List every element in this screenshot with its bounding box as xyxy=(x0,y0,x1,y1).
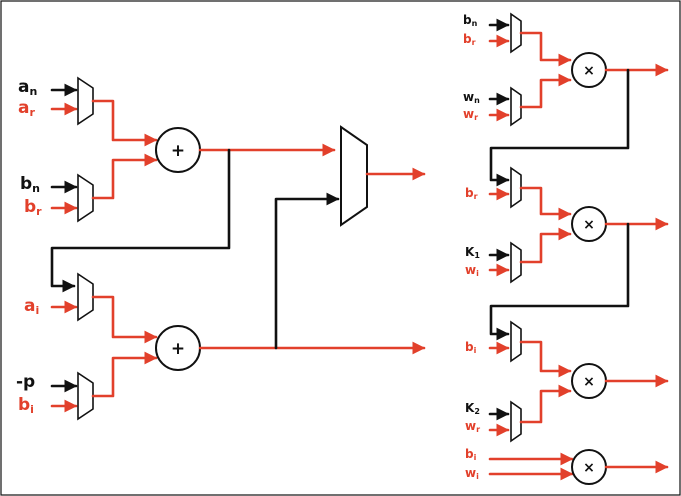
multiplier-1: × xyxy=(571,52,607,88)
mux-a-select xyxy=(50,76,94,126)
label-r-br: br xyxy=(463,32,476,47)
mux-r3 xyxy=(488,166,522,209)
adder-2: + xyxy=(155,325,201,371)
mux-r4 xyxy=(488,241,522,284)
adder-2-symbol: + xyxy=(171,339,185,359)
mux-r1 xyxy=(488,12,522,54)
mux-ai-select xyxy=(50,272,94,322)
wire-r5-to-mul3 xyxy=(519,340,572,378)
wire-mul2-feedback xyxy=(489,222,630,341)
label-r-k2: K2 xyxy=(465,401,480,416)
adder-1-symbol: + xyxy=(171,141,185,161)
label-r-wr: wr xyxy=(463,107,478,122)
label-r-br2: br xyxy=(465,186,478,201)
label-r-bn: bn xyxy=(463,13,478,28)
mux-shape xyxy=(510,86,522,127)
label-r-wr2: wr xyxy=(465,419,480,434)
multiplier-4: × xyxy=(571,449,607,485)
label-negp: -p xyxy=(16,372,35,392)
label-r-wn: wn xyxy=(463,90,480,105)
wire-mul1-feedback xyxy=(489,68,630,187)
label-r-bi: bi xyxy=(465,340,477,355)
multiplier-2-symbol: × xyxy=(583,217,595,233)
wire-r2-to-mul1 xyxy=(519,73,572,109)
label-ai: ai xyxy=(24,296,39,317)
label-bi: bi xyxy=(18,395,34,416)
mux-r5 xyxy=(488,320,522,363)
adder-1: + xyxy=(155,127,201,173)
mux-r6 xyxy=(488,400,522,443)
label-r-wi: wi xyxy=(465,263,479,278)
mux-shape xyxy=(510,166,522,209)
wire-mux4-to-add2 xyxy=(91,351,158,398)
mux-shape xyxy=(77,371,94,421)
multiplier-3: × xyxy=(571,363,607,399)
mux-shape xyxy=(510,12,522,54)
mux-shape xyxy=(510,241,522,284)
wire-r6-to-mul3 xyxy=(519,384,572,424)
wire-add2-to-bigmux-select xyxy=(274,192,340,350)
label-r-k1: K1 xyxy=(465,245,480,260)
wire-feedback-to-mux3 xyxy=(50,148,231,293)
mux-p-select xyxy=(50,371,94,421)
multiplier-3-symbol: × xyxy=(583,374,595,390)
mux-shape xyxy=(510,400,522,443)
mux-shape xyxy=(77,272,94,322)
wire-mux1-to-add1 xyxy=(91,99,158,147)
wire-r3-to-mul2 xyxy=(519,186,572,221)
label-bn: bn xyxy=(20,174,40,195)
wire-r4-to-mul2 xyxy=(519,227,572,264)
label-ar: ar xyxy=(18,98,35,119)
multiplier-2: × xyxy=(571,206,607,242)
mux-shape xyxy=(510,320,522,363)
mux-shape xyxy=(77,173,94,223)
wire-mux3-to-add2 xyxy=(91,295,158,344)
mux-r2 xyxy=(488,86,522,127)
label-br: br xyxy=(24,197,42,218)
label-r-wi2: wi xyxy=(465,466,479,481)
multiplier-4-symbol: × xyxy=(583,460,595,476)
multiplier-1-symbol: × xyxy=(583,63,595,79)
mux-shape xyxy=(77,76,94,126)
wire-r1-to-mul1 xyxy=(519,31,572,67)
label-an: an xyxy=(18,77,37,98)
mux-b-select xyxy=(50,173,94,223)
wire-mux2-to-add1 xyxy=(91,153,158,200)
output-mux xyxy=(340,125,368,227)
label-r-bi2: bi xyxy=(465,447,477,462)
